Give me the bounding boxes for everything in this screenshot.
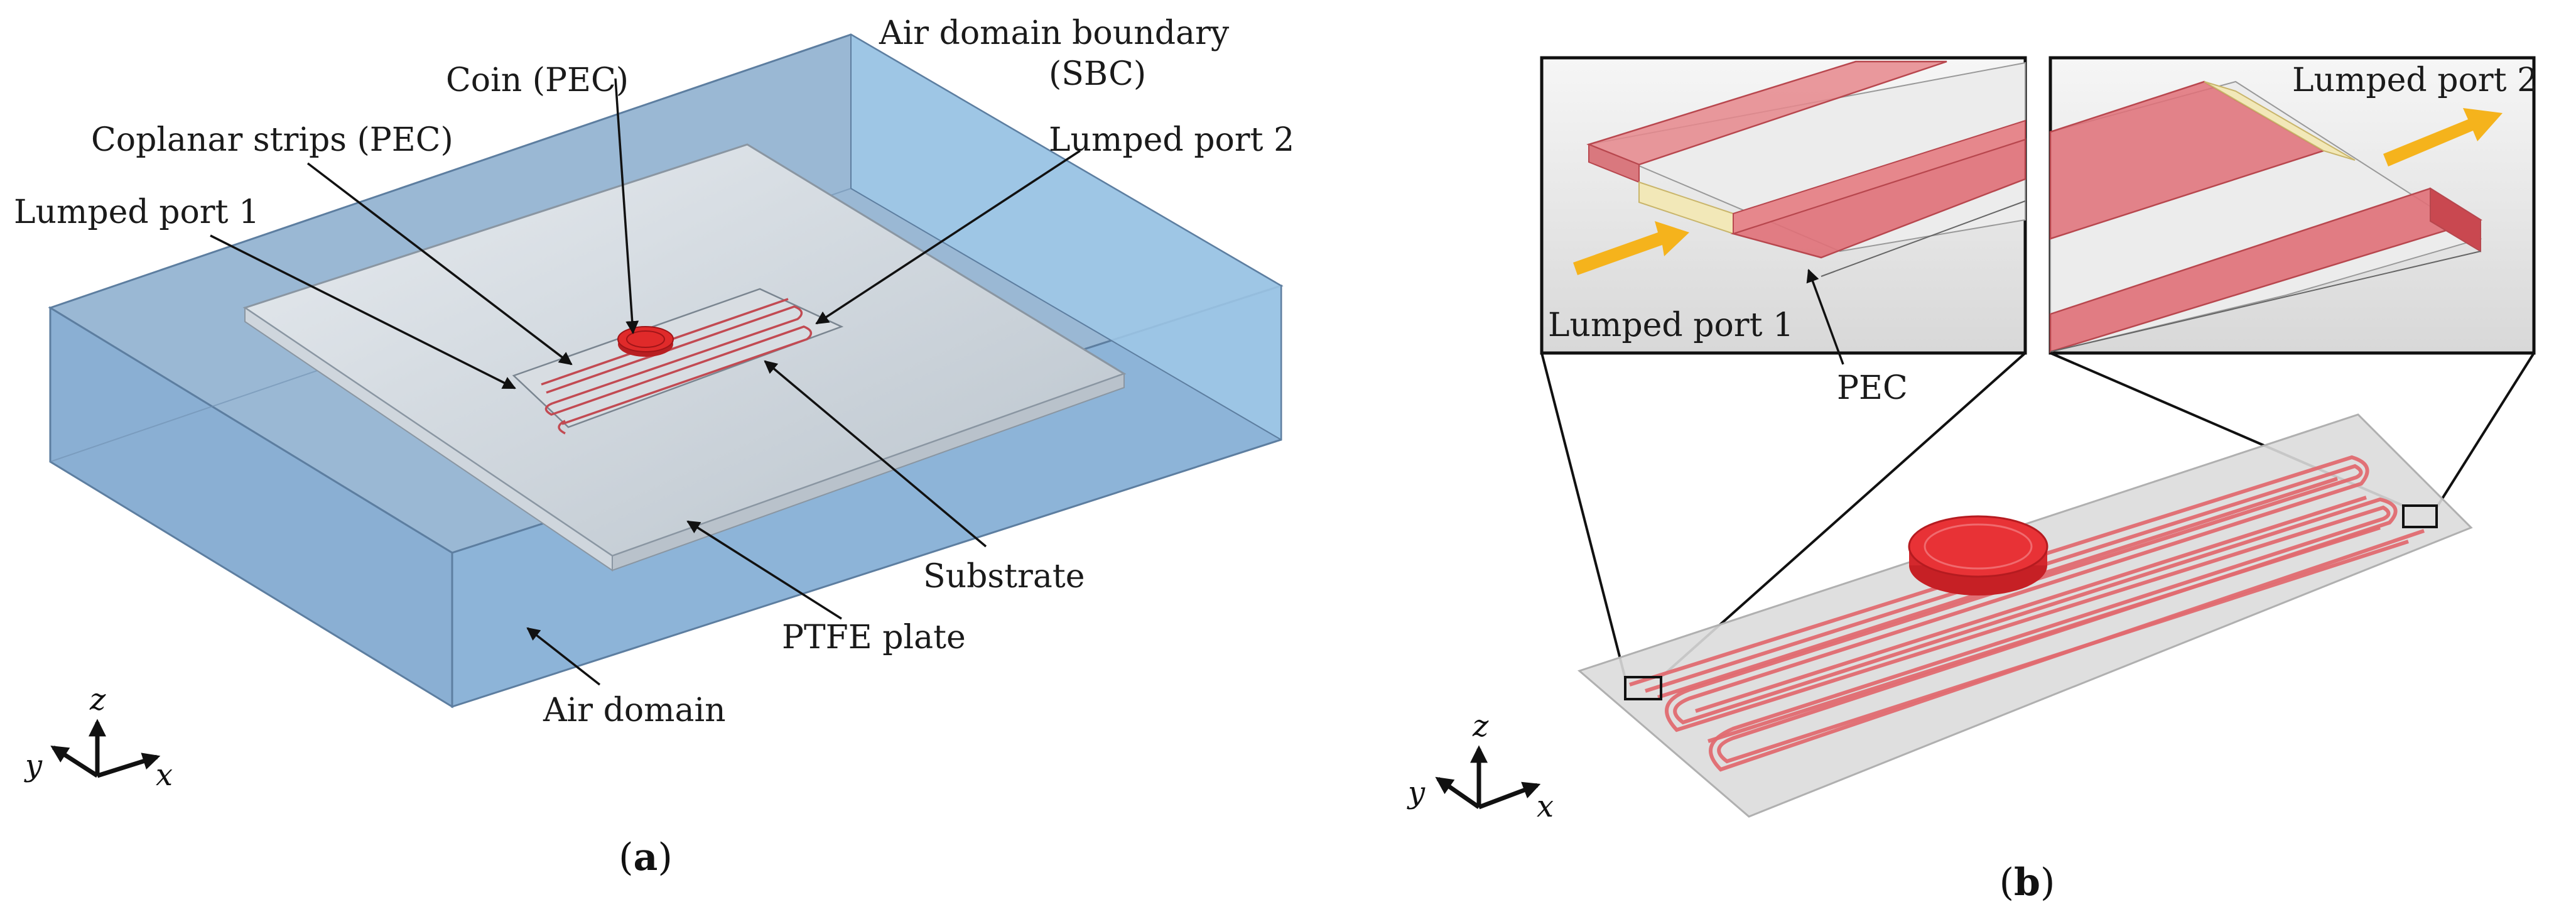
axis-z-label: z	[89, 682, 106, 717]
coin-b-highlight	[1924, 523, 2033, 570]
connector-1a	[1540, 352, 1626, 679]
leader-coplanar	[306, 162, 573, 366]
zoom2-port-top	[2204, 81, 2356, 161]
substrate-top	[512, 288, 844, 428]
caption-b: (b)	[2000, 861, 2055, 905]
zoom2-label-port2: Lumped port 2	[2292, 62, 2538, 99]
substrate	[512, 288, 844, 428]
label-port2: Lumped port 2	[1049, 121, 1294, 159]
leader-air	[526, 627, 601, 686]
trace-2	[1645, 464, 2425, 772]
axes-triad-b	[1435, 745, 1541, 810]
meander-traces	[1629, 455, 2425, 772]
leader-port1	[210, 234, 516, 389]
label-port1: Lumped port 1	[14, 193, 259, 231]
coin-inner	[626, 330, 665, 348]
axis-b-x-label: x	[1537, 789, 1554, 824]
ptfe-right-edge	[612, 372, 1125, 572]
panel-b: Lumped port 1 Lumped port 2 PEC	[1407, 56, 2538, 905]
zoom1-edge	[1821, 200, 2026, 277]
zoom2-yellow-arrow	[2383, 108, 2503, 166]
meander-line-4	[558, 420, 566, 435]
axis-x-arrow	[96, 753, 161, 778]
label-pec: PEC	[1837, 369, 1908, 407]
leader-substrate	[764, 360, 987, 548]
label-air-boundary-1: Air domain boundary	[879, 14, 1230, 52]
axis-y-label: y	[24, 748, 43, 783]
label-substrate: Substrate	[923, 558, 1085, 595]
axis-x-label: x	[156, 758, 173, 793]
connector-2b	[2435, 352, 2535, 509]
port2-marker	[2402, 504, 2438, 528]
label-coin: Coin (PEC)	[446, 62, 629, 99]
axis-y-arrow	[50, 745, 99, 778]
label-ptfe: PTFE plate	[782, 619, 966, 656]
axis-b-x-arrow	[1478, 781, 1541, 810]
leader-ptfe	[686, 520, 842, 620]
zoom1-strip-bottom-side	[1733, 119, 2026, 235]
zoom1-yellow-arrow	[1573, 221, 1689, 275]
leader-coin	[614, 78, 639, 335]
coin	[617, 326, 674, 357]
axes-triad-a	[50, 719, 161, 778]
axis-b-y-label: y	[1407, 775, 1426, 810]
port1-marker	[1624, 676, 1662, 700]
zoom1-label-port1: Lumped port 1	[1548, 307, 1794, 344]
panel-a: Air domain boundary (SBC) Coin (PEC) Cop…	[14, 14, 1294, 879]
axis-b-y-arrow	[1435, 776, 1480, 809]
zoom-box-port1	[1540, 56, 2027, 355]
main-substrate	[1578, 413, 2473, 818]
leader-port2	[815, 149, 1081, 325]
label-coplanar: Coplanar strips (PEC)	[91, 121, 453, 159]
zoom-box-port2	[2048, 56, 2536, 355]
caption-a: (a)	[619, 835, 673, 879]
label-air-boundary-2: (SBC)	[1049, 55, 1146, 93]
axis-b-z-label: z	[1472, 709, 1489, 744]
leader-pec	[1806, 269, 1844, 365]
meander-line-2	[544, 325, 813, 425]
trace-1	[1629, 455, 2409, 764]
meander-line-1	[546, 305, 803, 405]
zoom2-edge	[2050, 251, 2481, 352]
panel-a-leaders	[210, 78, 1081, 686]
label-air-domain: Air domain	[543, 692, 726, 729]
coin-b-top	[1908, 515, 2048, 578]
